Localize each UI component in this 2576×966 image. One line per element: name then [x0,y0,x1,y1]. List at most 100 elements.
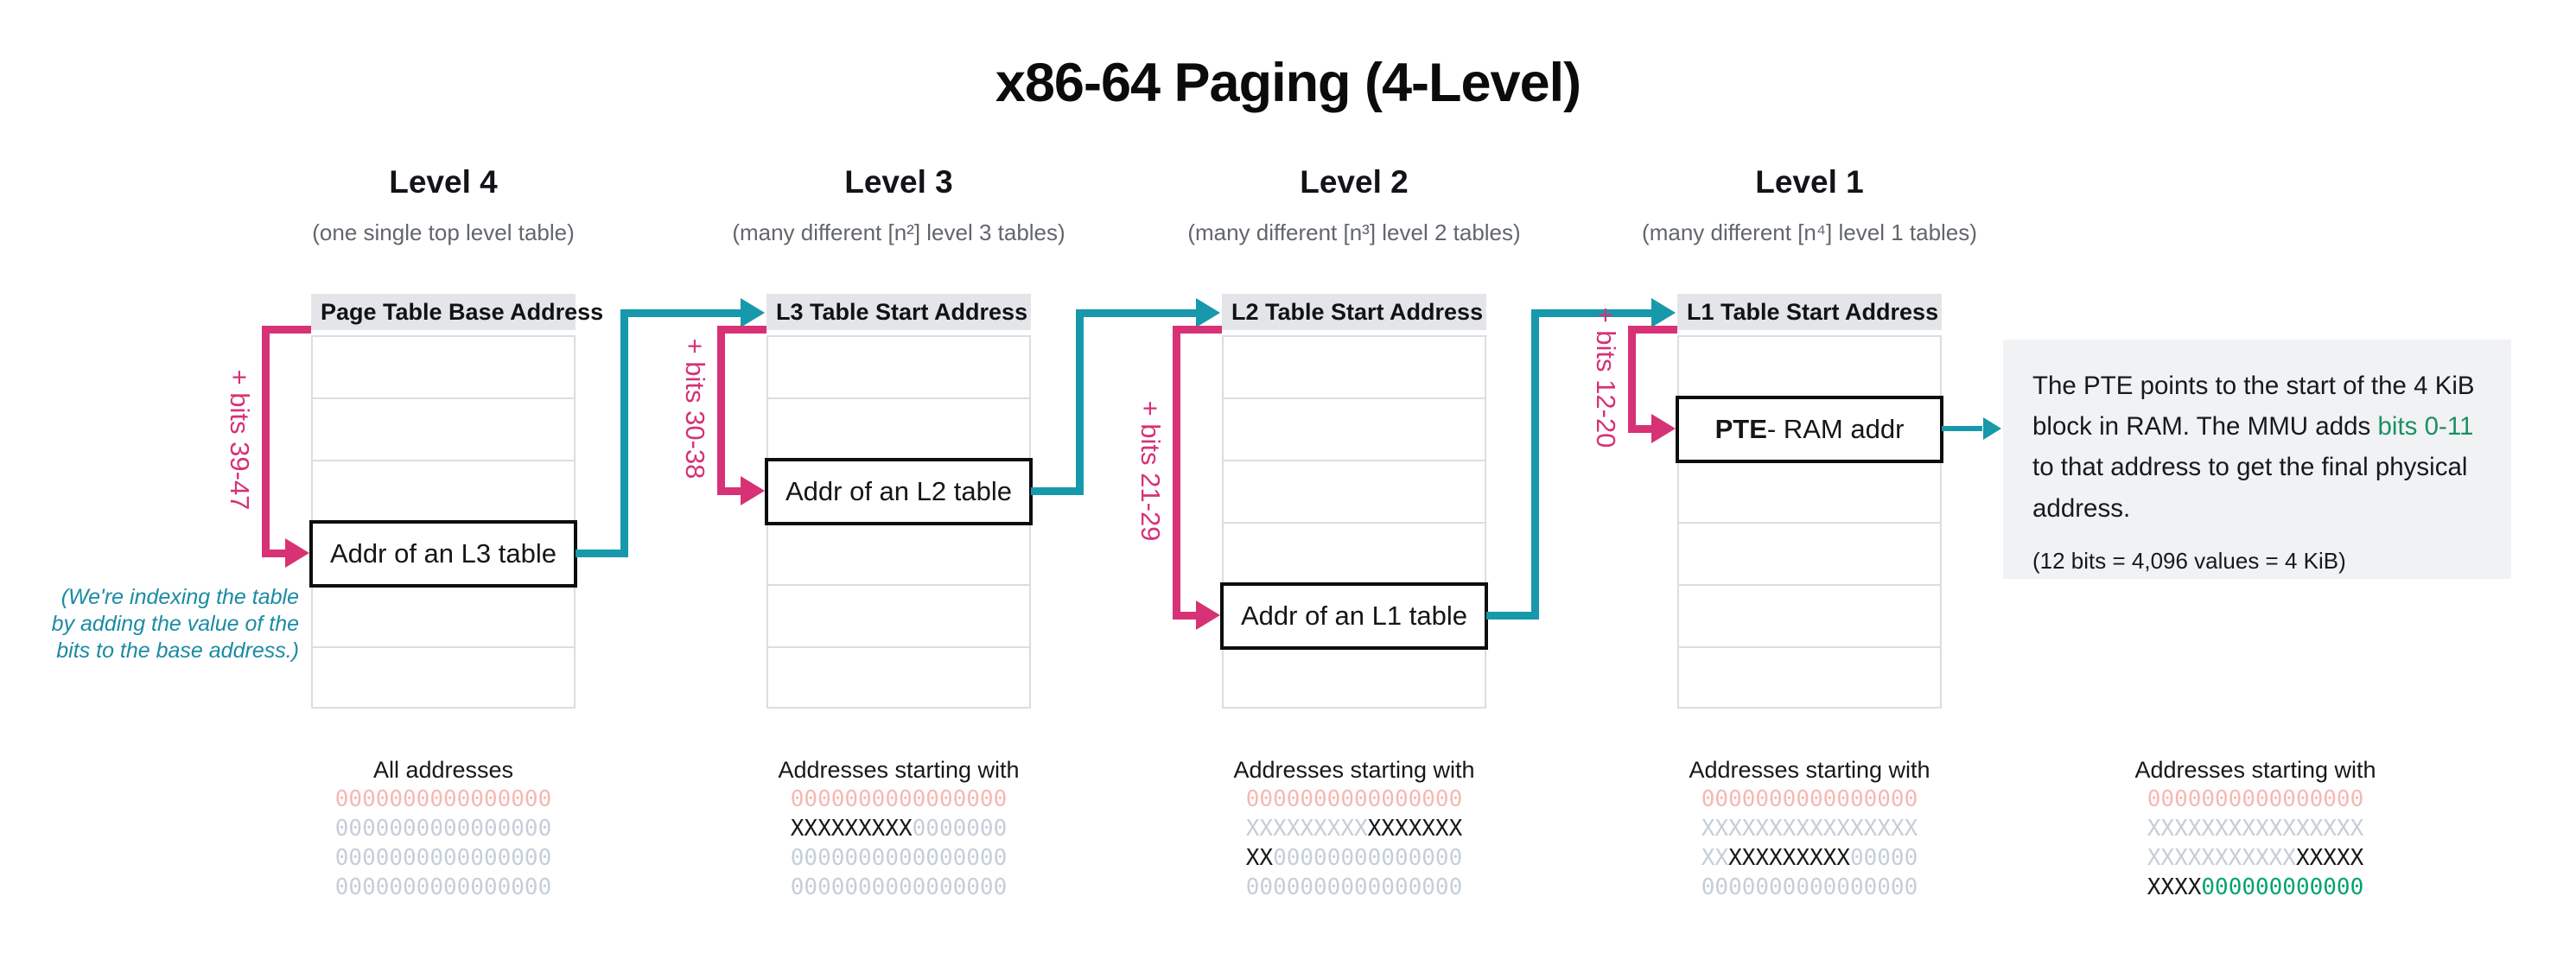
address-bit-row: XXXXXXXXXXXXXXXX [2013,843,2497,873]
address-caption: Addresses starting with [1233,757,1475,783]
table-row [1679,522,1940,584]
address-bit-row: 0000000000000000 [657,843,1141,873]
table-row [768,584,1029,646]
address-caption: All addresses [372,757,514,783]
page-table-header: L1 Table Start Address [1677,294,1942,330]
bit-segment: 0000000000000000 [1701,874,1918,900]
bit-segment: 0000000000000000 [334,786,552,812]
address-bit-row: XXXXXXXXX0000000 [657,814,1141,843]
pte-to-note-arrowhead-icon [1982,417,2001,440]
indexing-note-line: by adding the value of the [51,612,299,636]
bit-segment: XXXXXXXXX [1245,816,1368,842]
address-bit-row: 0000000000000000 [1112,785,1596,814]
table-row [1224,646,1485,709]
table-row [768,522,1029,584]
page-table-body [1677,335,1942,709]
highlighted-entry: Addr of an L3 table [309,520,577,588]
address-bit-row: 0000000000000000 [657,785,1141,814]
page-table-header: L2 Table Start Address [1222,294,1486,330]
table-row [1224,522,1485,584]
bit-segment: 0000000000000000 [334,816,552,842]
table-row [313,337,574,397]
pte-note-before: The PTE points to the start of the 4 KiB… [2032,372,2475,442]
next-table-arrow-horizontal [1031,486,1084,495]
bit-segment: 0000000000000000 [1245,786,1463,812]
bits-arrowhead-icon [1195,601,1220,630]
address-bit-row: XXXXXXXXXXXXXXXX [1568,814,2051,843]
level-heading: Level 3 [844,164,953,200]
bit-segment: 00000 [1849,845,1918,871]
bit-segment: 0000000000000000 [790,874,1008,900]
bits-arrowhead-icon [284,538,309,568]
indexing-note: (We're indexing the table by adding the … [31,584,299,664]
pte-note-box: The PTE points to the start of the 4 KiB… [2003,340,2511,579]
table-row [1679,584,1940,646]
highlighted-entry: PTE - RAM addr [1676,396,1943,463]
bits-arrowhead-icon [1651,414,1676,443]
table-row [313,460,574,522]
page-table-header: L3 Table Start Address [766,294,1031,330]
bit-segment: 0000000000000000 [1701,786,1918,812]
address-bit-row: 0000000000000000 [201,785,685,814]
bit-segment: XX [1245,845,1274,871]
address-bit-row: XXXXXXXXXXXXXXXX [2013,814,2497,843]
pte-to-note-arrow [1942,426,1982,431]
bits-arrow-bottom-segment [262,549,285,557]
address-bit-row: 0000000000000000 [201,843,685,873]
next-table-arrow-top [1076,308,1199,317]
level-subheading: (one single top level table) [312,219,575,245]
bit-segment: 0000000000000000 [2147,786,2364,812]
bit-segment: 0000000000000000 [1245,874,1463,900]
bit-segment: XXXXXXXXX [1728,845,1850,871]
bits-arrow-vertical-segment [1173,326,1180,620]
address-bit-row: 0000000000000000 [1568,785,2051,814]
next-table-arrow-horizontal [576,549,628,557]
table-row [768,646,1029,709]
bits-arrow-vertical-segment [262,326,270,557]
next-table-arrow-vertical [1076,308,1084,495]
bits-range-label: + bits 21-29 [1135,400,1166,541]
page-table-header: Page Table Base Address [311,294,603,330]
level-heading: Level 4 [389,164,498,200]
table-row [1679,337,1940,397]
table-row [768,397,1029,460]
next-table-arrow-top [620,308,744,317]
bits-range-label: + bits 30-38 [680,338,710,479]
address-bit-row: XXXX000000000000 [2013,873,2497,902]
bits-arrow-vertical-segment [1628,326,1636,433]
address-bit-row: 0000000000000000 [201,814,685,843]
pte-note-text: The PTE points to the start of the 4 KiB… [2032,365,2482,529]
bits-range-label: + bits 39-47 [225,369,255,510]
table-row [1679,646,1940,709]
bit-segment: 00000000000000 [1273,845,1463,871]
bit-segment: XXXXXXXXXXXXXXXX [1701,816,1918,842]
page-title: x86-64 Paging (4-Level) [995,53,1581,113]
bits-0-11-highlight: bits 0-11 [2377,412,2474,442]
address-bit-row: XXXXXXXXXXXXXXXX [1112,814,1596,843]
bit-segment: 0000000000000000 [334,874,552,900]
bit-segment: XXXXXXXXX [790,816,913,842]
bit-segment: XXXX [2147,874,2202,900]
indexing-note-line: bits to the base address.) [56,639,299,663]
bit-segment: XX [1701,845,1729,871]
bits-arrowhead-icon [740,476,765,505]
bit-segment: XXXXXXXXXXXXXXXX [2147,816,2364,842]
bit-segment: XXXXXXXXXXX [2147,845,2296,871]
pte-note-subtext: (12 bits = 4,096 values = 4 KiB) [2032,547,2346,574]
bits-range-label: + bits 12-20 [1591,307,1621,448]
address-bit-row: 0000000000000000 [657,873,1141,902]
bits-arrow-bottom-segment [717,486,741,495]
bits-arrow-bottom-segment [1173,611,1196,620]
table-row [1224,397,1485,460]
table-row [313,397,574,460]
highlighted-entry: Addr of an L2 table [765,458,1033,525]
bit-segment: XXXXX [2295,845,2364,871]
bits-arrow-top-segment [1628,326,1677,334]
